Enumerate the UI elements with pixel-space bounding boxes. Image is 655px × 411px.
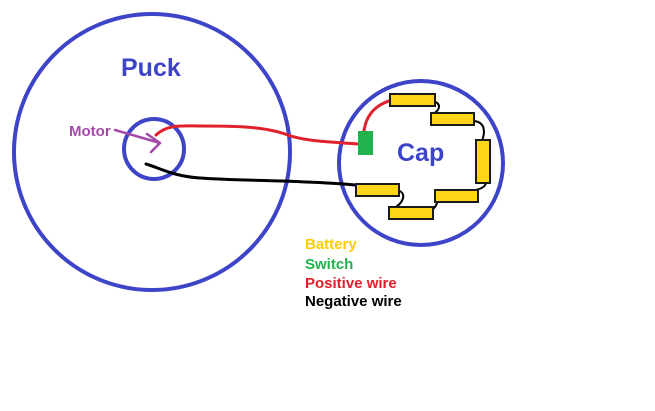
motor-arrow-icon — [113, 128, 162, 154]
battery-1 — [389, 93, 436, 107]
negative-wire-link-4 — [473, 120, 485, 142]
legend-positive-wire: Positive wire — [305, 275, 397, 292]
negative-wire-main — [144, 162, 357, 187]
positive-wire-main — [154, 124, 360, 146]
positive-wire-switch-to-battery — [362, 98, 394, 133]
battery-5 — [388, 206, 434, 220]
battery-4 — [434, 189, 479, 203]
legend-negative-wire: Negative wire — [305, 293, 402, 310]
cap-circle — [337, 79, 505, 247]
battery-6 — [355, 183, 400, 197]
cap-label: Cap — [397, 139, 444, 167]
legend-battery: Battery — [305, 236, 357, 253]
puck-label: Puck — [121, 54, 181, 82]
battery-3 — [475, 139, 491, 184]
puck-circle — [12, 12, 292, 292]
switch — [358, 131, 373, 155]
legend-switch: Switch — [305, 256, 353, 273]
battery-2 — [430, 112, 475, 126]
motor-circle — [122, 117, 186, 181]
motor-label: Motor — [69, 123, 111, 140]
